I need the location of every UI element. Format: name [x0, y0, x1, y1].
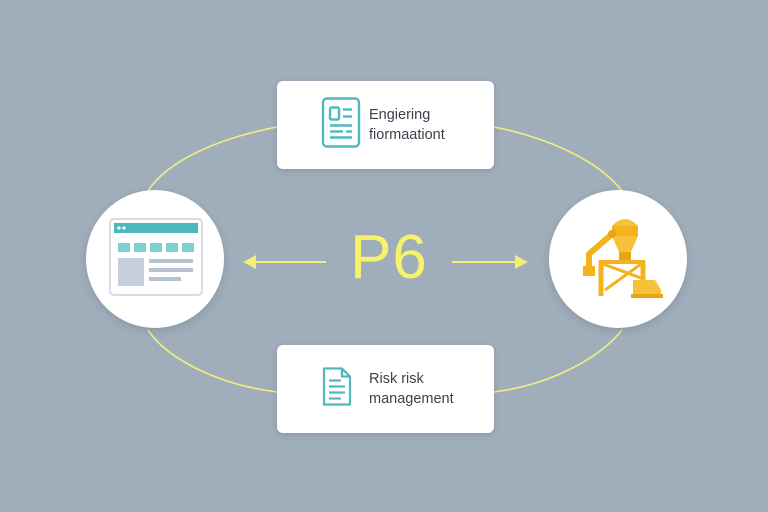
dashboard-node[interactable] [86, 190, 224, 328]
arrow-right-head [515, 255, 528, 269]
risk-management-label: Risk risk management [369, 371, 454, 407]
connector-arc-top-left [147, 126, 278, 192]
connector-arc-bottom-left [147, 329, 278, 393]
construction-node[interactable] [549, 190, 687, 328]
engineering-information-card[interactable]: Engiering fiormaationt [277, 81, 494, 169]
connector-arc-top-right [493, 126, 623, 192]
risk-management-card[interactable]: Risk risk management [277, 345, 494, 433]
center-hub-label: P6 [350, 223, 428, 292]
construction-machinery-icon [549, 190, 687, 328]
connector-arc-bottom-right [493, 329, 623, 393]
dashboard-window-icon [86, 190, 224, 328]
document-lines-icon [321, 367, 353, 412]
arrow-left-head [243, 255, 256, 269]
engineering-information-label: Engiering fiormaationt [369, 107, 445, 143]
document-form-icon [321, 97, 361, 154]
